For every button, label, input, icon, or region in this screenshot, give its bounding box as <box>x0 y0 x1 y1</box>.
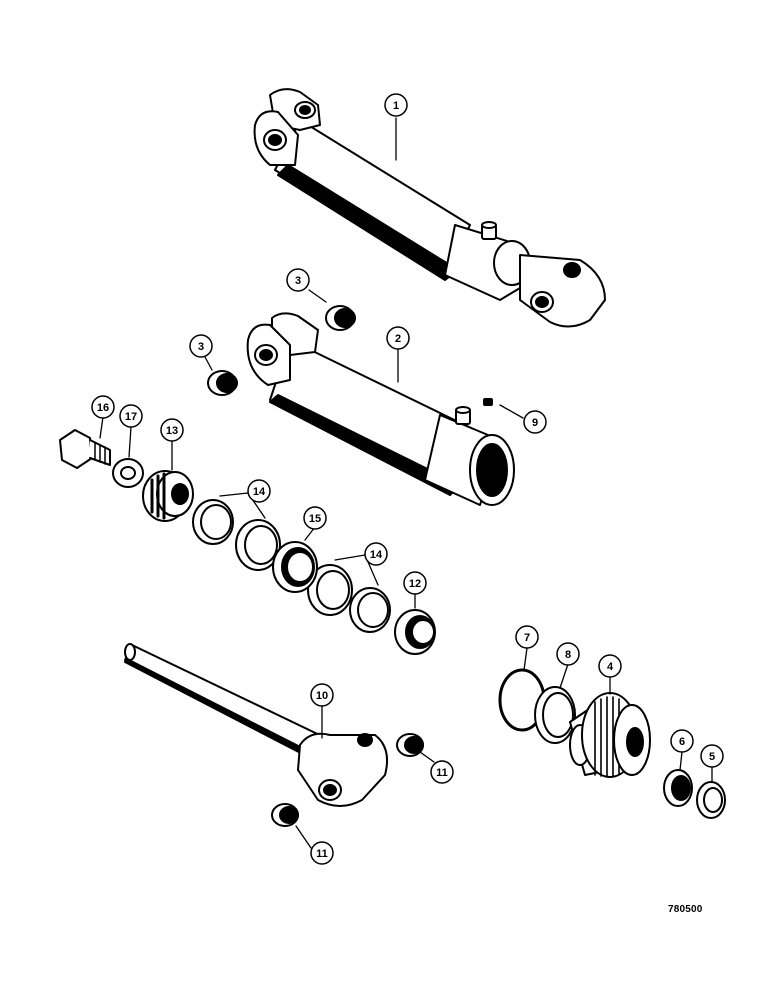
callout-17: 17 <box>119 404 143 428</box>
callout-11-right: 11 <box>430 760 454 784</box>
callout-4: 4 <box>598 654 622 678</box>
callout-16-label: 16 <box>97 402 109 414</box>
ring-lower-drawing <box>307 564 391 633</box>
callout-13: 13 <box>160 418 184 442</box>
barrel-drawing <box>246 312 515 506</box>
callout-2: 2 <box>386 326 410 350</box>
callout-12: 12 <box>403 571 427 595</box>
bushing-barrel-right-drawing <box>325 305 356 331</box>
bushing-rod-right-drawing <box>396 733 424 757</box>
callout-7: 7 <box>515 625 539 649</box>
leader-3a <box>308 289 327 303</box>
leader-3b <box>204 356 213 371</box>
callout-16: 16 <box>91 395 115 419</box>
callout-3-right: 3 <box>286 268 310 292</box>
ring-upper-drawing <box>192 499 281 571</box>
callout-10-label: 10 <box>316 690 328 702</box>
leader-11b <box>295 825 312 849</box>
spacer-drawing <box>272 541 318 593</box>
callout-8-label: 8 <box>565 649 571 661</box>
piston-ring-drawing <box>394 609 436 655</box>
bushing-barrel-left-drawing <box>207 370 238 396</box>
callout-9-label: 9 <box>532 417 538 429</box>
rod-drawing <box>124 643 388 807</box>
callout-12-label: 12 <box>409 578 421 590</box>
backup-ring-drawing <box>534 686 576 744</box>
callout-4-label: 4 <box>607 661 614 673</box>
gland-drawing <box>569 692 651 778</box>
callout-6: 6 <box>670 729 694 753</box>
washer-drawing <box>112 458 144 488</box>
leader-8 <box>559 663 569 689</box>
callout-1-label: 1 <box>393 100 399 112</box>
callout-8: 8 <box>556 642 580 666</box>
callout-3-right-label: 3 <box>295 275 301 287</box>
callout-5-label: 5 <box>709 751 715 763</box>
callout-17-label: 17 <box>125 411 137 423</box>
callout-14-upper-label: 14 <box>253 486 266 498</box>
callout-15: 15 <box>303 506 327 530</box>
bolt-drawing <box>59 429 111 469</box>
grease-fitting-drawing <box>483 398 493 406</box>
callout-1: 1 <box>384 93 408 117</box>
callout-11-bottom-label: 11 <box>316 848 328 860</box>
callout-9: 9 <box>523 410 547 434</box>
wiper-drawing <box>696 781 726 819</box>
bushing-rod-bottom-drawing <box>271 803 299 827</box>
callout-14-lower: 14 <box>364 542 388 566</box>
callout-3-left: 3 <box>189 334 213 358</box>
callout-11-right-label: 11 <box>436 767 448 779</box>
callout-15-label: 15 <box>309 513 321 525</box>
leader-11a <box>419 751 435 763</box>
rod-seal-drawing <box>663 769 693 807</box>
leader-16 <box>99 416 104 439</box>
callout-14-upper: 14 <box>247 479 271 503</box>
callout-3-left-label: 3 <box>198 341 204 353</box>
leader-7 <box>523 647 528 671</box>
callout-7-label: 7 <box>524 632 530 644</box>
cylinder-assembly-drawing <box>253 88 606 328</box>
callout-10: 10 <box>310 683 334 707</box>
callout-14-lower-label: 14 <box>370 549 383 561</box>
callout-11-bottom: 11 <box>310 841 334 865</box>
piston-drawing <box>142 470 194 522</box>
callouts: 1 2 3 3 4 5 6 7 <box>91 93 724 865</box>
leader-9 <box>499 404 524 419</box>
leader-17 <box>128 426 132 458</box>
leader-6 <box>679 751 683 771</box>
callout-13-label: 13 <box>166 425 178 437</box>
callout-6-label: 6 <box>679 736 685 748</box>
drawing-number: 780500 <box>668 904 703 915</box>
callout-5: 5 <box>700 744 724 768</box>
callout-2-label: 2 <box>395 333 401 345</box>
